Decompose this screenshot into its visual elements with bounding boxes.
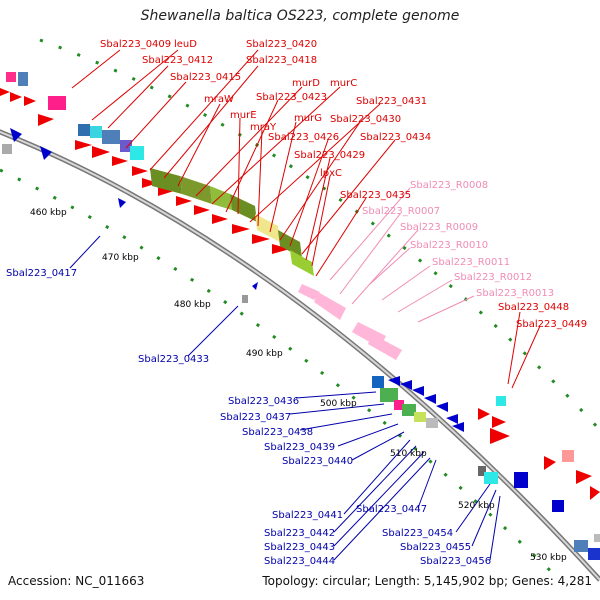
leader-lines-red bbox=[71, 49, 541, 389]
gene-label-sbal223-0449: Sbal223_0449 bbox=[516, 319, 587, 330]
scale-label-520: 520 kbp bbox=[458, 501, 495, 511]
gene-label-sbal223-0440: Sbal223_0440 bbox=[282, 456, 353, 467]
gene-features-pink bbox=[298, 284, 402, 360]
gene-label-mraw: mraW bbox=[204, 94, 234, 105]
genome-summary: Topology: circular; Length: 5,145,902 bp… bbox=[262, 574, 592, 588]
gene-label-sbal223-0423: Sbal223_0423 bbox=[256, 92, 327, 103]
gene-label-sbal223-0443: Sbal223_0443 bbox=[264, 542, 335, 553]
scale-label-530: 530 kbp bbox=[530, 553, 567, 563]
gene-label-sbal223-0426: Sbal223_0426 bbox=[268, 132, 339, 143]
gene-features-right bbox=[478, 396, 600, 560]
scale-label-470: 470 kbp bbox=[102, 253, 139, 263]
gene-labels-red: Sbal223_0409 leuD Sbal223_0412 Sbal223_0… bbox=[100, 39, 587, 330]
gene-label-sbal223-0455: Sbal223_0455 bbox=[400, 542, 471, 553]
gene-label-sbal223-0442: Sbal223_0442 bbox=[264, 528, 335, 539]
gene-label-leud: leuD bbox=[174, 39, 197, 50]
gene-label-sbal223-0436: Sbal223_0436 bbox=[228, 396, 299, 407]
gene-label-sbal223-0437: Sbal223_0437 bbox=[220, 412, 291, 423]
genome-title: Shewanella baltica OS223, complete genom… bbox=[140, 8, 460, 24]
gene-label-sbal223-0435: Sbal223_0435 bbox=[340, 190, 411, 201]
gene-label-sbal223-r0009: Sbal223_R0009 bbox=[400, 222, 478, 233]
gene-label-sbal223-0430: Sbal223_0430 bbox=[330, 114, 401, 125]
gene-label-sbal223-0441: Sbal223_0441 bbox=[272, 510, 343, 521]
scale-label-460: 460 kbp bbox=[30, 208, 67, 218]
gene-label-sbal223-0444: Sbal223_0444 bbox=[264, 556, 335, 567]
gene-label-sbal223-0417: Sbal223_0417 bbox=[6, 268, 77, 279]
gene-label-mray: mraY bbox=[250, 122, 277, 133]
gene-label-sbal223-0434: Sbal223_0434 bbox=[360, 132, 431, 143]
scale-labels: 460 kbp 470 kbp 480 kbp 490 kbp 500 kbp … bbox=[30, 208, 567, 563]
scale-label-500: 500 kbp bbox=[320, 399, 357, 409]
gene-label-sbal223-0420: Sbal223_0420 bbox=[246, 39, 317, 50]
scale-label-480: 480 kbp bbox=[174, 300, 211, 310]
gene-label-sbal223-r0012: Sbal223_R0012 bbox=[454, 272, 532, 283]
gene-label-sbal223-r0008: Sbal223_R0008 bbox=[410, 180, 488, 191]
gene-label-sbal223-0433: Sbal223_0433 bbox=[138, 354, 209, 365]
gene-label-sbal223-0431: Sbal223_0431 bbox=[356, 96, 427, 107]
accession-label: Accession: NC_011663 bbox=[8, 574, 145, 588]
gene-label-sbal223-0415: Sbal223_0415 bbox=[170, 72, 241, 83]
gene-label-sbal223-0418: Sbal223_0418 bbox=[246, 55, 317, 66]
gene-label-murg: murG bbox=[294, 113, 322, 124]
gene-features-blue-inner bbox=[2, 128, 258, 303]
gene-label-lpxc: lpxC bbox=[320, 168, 342, 179]
inner-tick-track bbox=[0, 168, 562, 582]
gene-label-sbal223-0438: Sbal223_0438 bbox=[242, 427, 313, 438]
gene-label-sbal223-0429: Sbal223_0429 bbox=[294, 150, 365, 161]
genome-backbone-inner bbox=[0, 130, 600, 581]
scale-label-510: 510 kbp bbox=[390, 449, 427, 459]
gene-label-sbal223-0439: Sbal223_0439 bbox=[264, 442, 335, 453]
gene-label-sbal223-0448: Sbal223_0448 bbox=[498, 302, 569, 313]
gene-label-sbal223-r0007: Sbal223_R0007 bbox=[362, 206, 440, 217]
gene-labels-blue: Sbal223_0417 Sbal223_0433 Sbal223_0436 S… bbox=[6, 268, 491, 567]
gene-label-murc: murC bbox=[330, 78, 357, 89]
gene-label-sbal223-r0010: Sbal223_R0010 bbox=[410, 240, 488, 251]
gene-label-sbal223-0447: Sbal223_0447 bbox=[356, 504, 427, 515]
gene-label-murd: murD bbox=[292, 78, 320, 89]
leader-lines-pink bbox=[329, 187, 475, 323]
leader-lines-blue bbox=[69, 235, 501, 561]
gene-label-sbal223-0454: Sbal223_0454 bbox=[382, 528, 453, 539]
outer-tick-track bbox=[39, 38, 600, 432]
gene-label-sbal223-0456: Sbal223_0456 bbox=[420, 556, 491, 567]
scale-label-490: 490 kbp bbox=[246, 349, 283, 359]
gene-label-sbal223-r0011: Sbal223_R0011 bbox=[432, 257, 510, 268]
gene-features-cluster-500 bbox=[372, 376, 464, 432]
gene-labels-pink: Sbal223_R0008 Sbal223_R0007 Sbal223_R000… bbox=[362, 180, 554, 299]
gene-label-sbal223-0412: Sbal223_0412 bbox=[142, 55, 213, 66]
gene-label-sbal223-r0013: Sbal223_R0013 bbox=[476, 288, 554, 299]
gene-label-sbal223-0409: Sbal223_0409 bbox=[100, 39, 171, 50]
gene-label-mure: murE bbox=[230, 110, 257, 121]
gene-features-red-top bbox=[0, 72, 290, 254]
gene-features-green-band bbox=[150, 168, 314, 276]
